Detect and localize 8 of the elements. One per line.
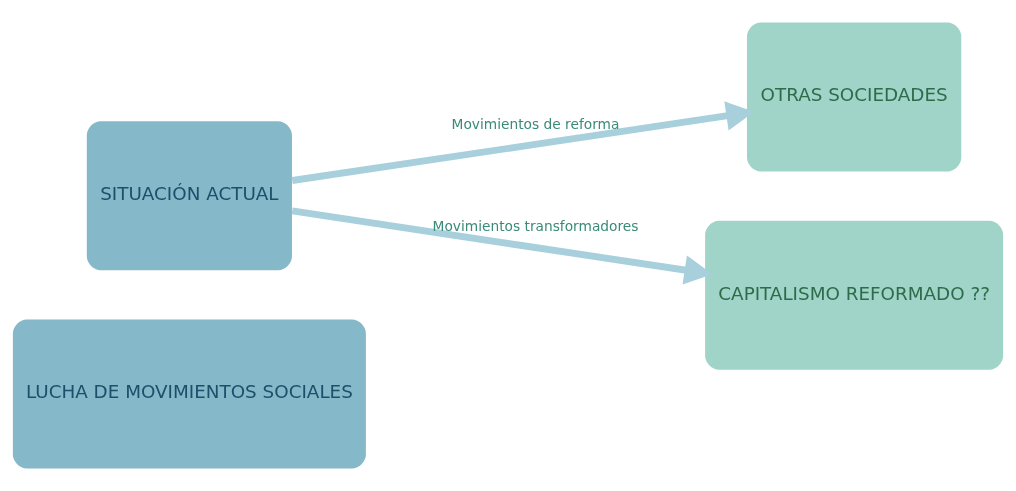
node-box: LUCHA DE MOVIMIENTOS SOCIALES xyxy=(12,319,366,469)
node-box: SITUACIÓN ACTUAL xyxy=(86,121,292,271)
edge-label: Movimientos transformadores xyxy=(432,217,639,234)
arrow xyxy=(291,101,755,184)
node-box: CAPITALISMO REFORMADO ?? xyxy=(705,220,1004,370)
arrow xyxy=(291,207,713,285)
edge-label: Movimientos de reforma xyxy=(451,115,620,132)
node-box: OTRAS SOCIEDADES xyxy=(746,22,962,172)
